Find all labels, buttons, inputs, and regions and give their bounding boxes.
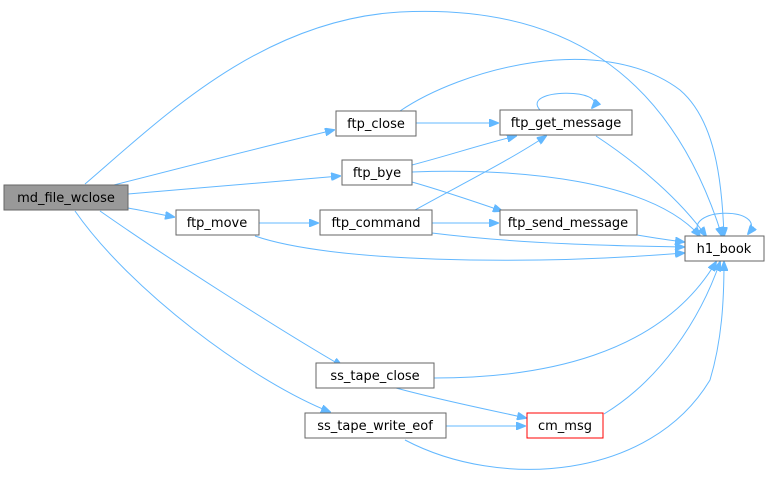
node-ftp_get_message[interactable]: ftp_get_message xyxy=(499,109,633,136)
edge-h1_book-self xyxy=(696,212,751,237)
node-ftp_close[interactable]: ftp_close xyxy=(335,110,417,137)
edge-ftp_move-h1_book xyxy=(254,235,684,261)
node-ftp_move-box xyxy=(175,209,260,236)
edge-ftp_bye-ftp_get_message xyxy=(411,136,516,166)
node-cm_msg-label: cm_msg xyxy=(538,419,592,434)
node-ftp_send_message-box xyxy=(499,209,638,236)
node-ftp_command-label: ftp_command xyxy=(331,216,420,231)
node-ftp_bye[interactable]: ftp_bye xyxy=(341,159,413,186)
node-md_file_wclose-label: md_file_wclose xyxy=(17,191,115,206)
edge-ss_tape_close-cm_msg xyxy=(395,387,526,418)
node-md_file_wclose-box xyxy=(3,184,129,211)
node-ss_tape_write_eof[interactable]: ss_tape_write_eof xyxy=(304,412,447,439)
node-ftp_bye-label: ftp_bye xyxy=(353,166,401,181)
edge-md_file_wclose-ss_tape_close xyxy=(99,210,342,366)
node-ftp_get_message-label: ftp_get_message xyxy=(511,116,621,131)
edge-cm_msg-h1_book xyxy=(603,262,720,415)
nodes: md_file_wclose ftp_close ftp_get_message… xyxy=(3,109,765,439)
edge-ftp_get_message-h1_book xyxy=(595,135,706,236)
node-ss_tape_close-label: ss_tape_close xyxy=(330,369,419,384)
node-ftp_command[interactable]: ftp_command xyxy=(319,209,433,236)
edges xyxy=(74,10,751,470)
node-ftp_send_message-label: ftp_send_message xyxy=(508,216,628,231)
node-ftp_move-label: ftp_move xyxy=(187,216,248,231)
node-ftp_close-label: ftp_close xyxy=(347,117,405,132)
edge-md_file_wclose-h1_book xyxy=(84,10,722,236)
node-cm_msg[interactable]: cm_msg xyxy=(526,412,604,439)
node-md_file_wclose[interactable]: md_file_wclose xyxy=(3,184,129,211)
node-h1_book[interactable]: h1_book xyxy=(684,235,765,262)
edge-ftp_close-h1_book xyxy=(399,59,724,236)
node-h1_book-box xyxy=(684,235,765,262)
node-ss_tape_write_eof-box xyxy=(304,412,447,439)
edge-ftp_bye-h1_book xyxy=(411,170,700,236)
node-h1_book-label: h1_book xyxy=(697,242,752,257)
edge-ftp_bye-ftp_send_message xyxy=(411,181,502,211)
node-ss_tape_close-box xyxy=(315,362,435,389)
node-ftp_move[interactable]: ftp_move xyxy=(175,209,260,236)
edge-md_file_wclose-ftp_bye xyxy=(127,176,340,195)
edge-md_file_wclose-ftp_close xyxy=(109,130,334,187)
node-ftp_close-box xyxy=(335,110,417,137)
edge-ftp_send_message-h1_book xyxy=(636,234,684,242)
node-ss_tape_close[interactable]: ss_tape_close xyxy=(315,362,435,389)
edge-md_file_wclose-ftp_move xyxy=(127,207,174,217)
edge-ftp_command-ftp_get_message xyxy=(414,136,546,211)
node-ftp_bye-box xyxy=(341,159,413,186)
edge-ss_tape_close-h1_book xyxy=(433,262,716,379)
edge-ftp_get_message-self xyxy=(536,92,594,111)
edge-ftp_command-h1_book xyxy=(431,232,684,247)
node-ftp_get_message-box xyxy=(499,109,633,136)
edge-ss_tape_write_eof-h1_book xyxy=(404,262,724,470)
node-ftp_send_message[interactable]: ftp_send_message xyxy=(499,209,638,236)
edge-md_file_wclose-ss_tape_write_eof xyxy=(74,210,330,412)
node-cm_msg-box xyxy=(526,412,604,439)
node-ftp_command-box xyxy=(319,209,433,236)
node-ss_tape_write_eof-label: ss_tape_write_eof xyxy=(317,419,433,434)
